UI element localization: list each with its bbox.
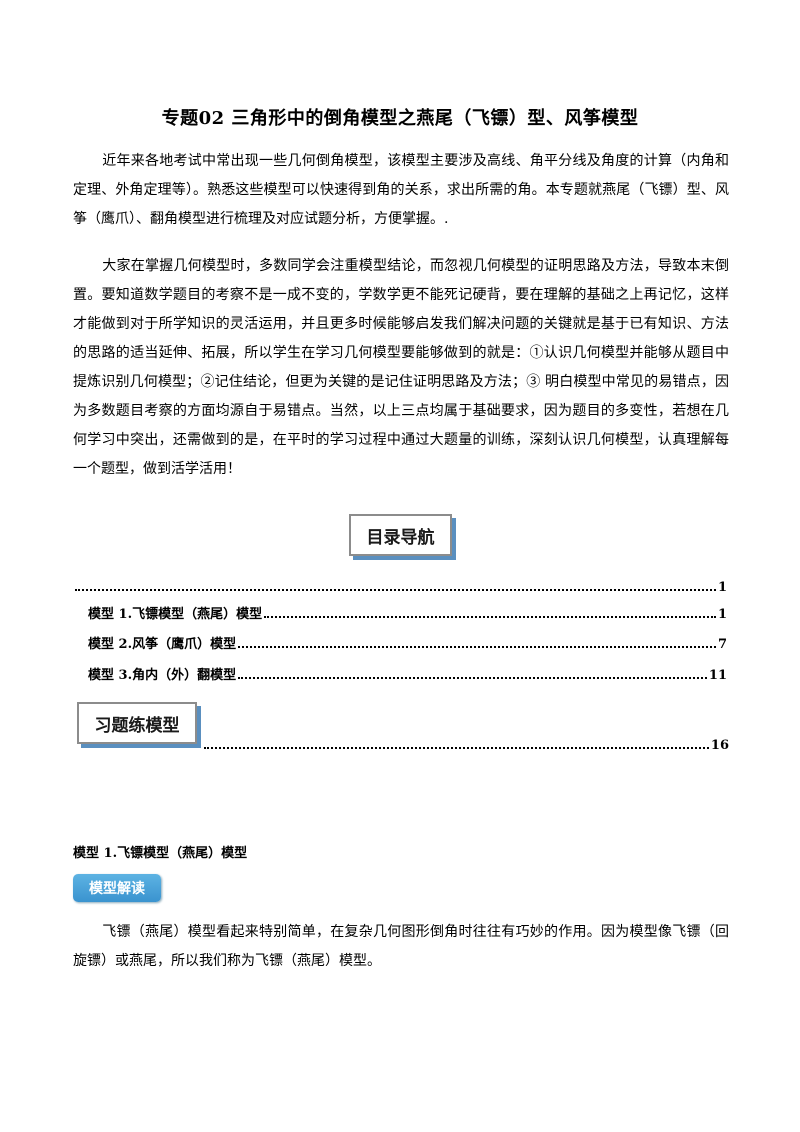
toc-item-page: 11 bbox=[708, 668, 727, 683]
toc-item-model-3[interactable]: 模型 3.角内（外）翻模型 11 bbox=[88, 664, 727, 683]
toc-item-model-2[interactable]: 模型 2.风筝（鹰爪）模型 7 bbox=[88, 633, 727, 652]
intro-paragraph: 近年来各地考试中常出现一些几何倒角模型，该模型主要涉及高线、角平分线及角度的计算… bbox=[73, 147, 729, 234]
toc-practice-line[interactable]: 16 bbox=[202, 738, 729, 753]
section-heading: 模型 1.飞镖模型（燕尾）模型 bbox=[73, 846, 248, 861]
toc-leader-dots bbox=[264, 615, 716, 618]
toc-leader-dots bbox=[238, 676, 707, 679]
toc-item-page: 7 bbox=[717, 637, 727, 652]
toc-item-model-1[interactable]: 模型 1.飞镖模型（燕尾）模型 1 bbox=[88, 603, 727, 622]
toc-heading: 目录导航 bbox=[349, 514, 452, 556]
model-interpretation-badge: 模型解读 bbox=[73, 874, 161, 902]
toc-first-line[interactable]: 1 bbox=[73, 580, 727, 595]
toc-leader-dots bbox=[204, 746, 709, 749]
toc-leader-dots bbox=[238, 645, 716, 648]
advice-paragraph: 大家在掌握几何模型时，多数同学会注重模型结论，而忽视几何模型的证明思路及方法，导… bbox=[73, 252, 729, 484]
toc-first-page: 1 bbox=[717, 580, 727, 595]
intro-text: 近年来各地考试中常出现一些几何倒角模型，该模型主要涉及高线、角平分线及角度的计算… bbox=[73, 153, 729, 227]
toc-leader-dots bbox=[75, 588, 716, 591]
toc-item-label: 模型 3.角内（外）翻模型 bbox=[88, 668, 237, 683]
advice-text: 大家在掌握几何模型时，多数同学会注重模型结论，而忽视几何模型的证明思路及方法，导… bbox=[73, 258, 729, 477]
section-body-text: 飞镖（燕尾）模型看起来特别简单，在复杂几何图形倒角时往往有巧妙的作用。因为模型像… bbox=[73, 924, 729, 969]
toc-item-label: 模型 1.飞镖模型（燕尾）模型 bbox=[88, 607, 263, 622]
toc-practice-page: 16 bbox=[710, 738, 729, 753]
toc-item-label: 模型 2.风筝（鹰爪）模型 bbox=[88, 637, 237, 652]
toc-item-page: 1 bbox=[717, 607, 727, 622]
document-title: 专题02 三角形中的倒角模型之燕尾（飞镖）型、风筝模型 bbox=[161, 108, 639, 129]
practice-heading: 习题练模型 bbox=[77, 702, 197, 744]
section-body-paragraph: 飞镖（燕尾）模型看起来特别简单，在复杂几何图形倒角时往往有巧妙的作用。因为模型像… bbox=[73, 918, 729, 976]
